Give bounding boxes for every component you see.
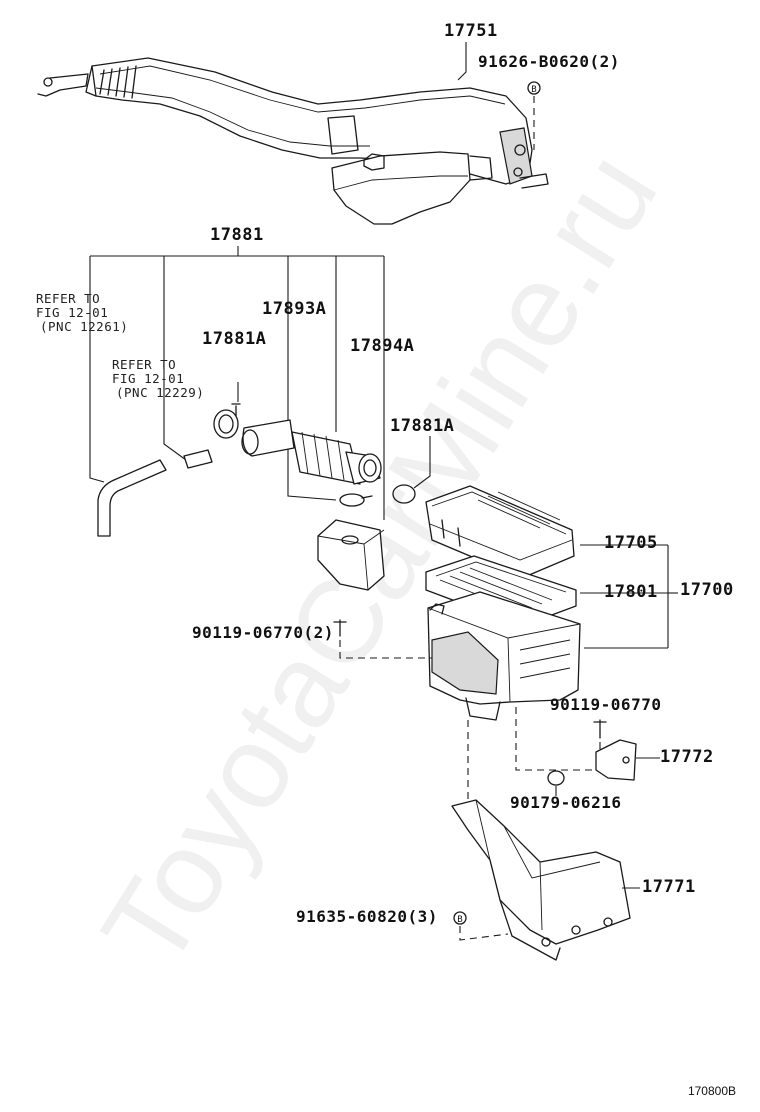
- leader-17751: [457, 42, 467, 81]
- hose-12229: [183, 449, 213, 469]
- tray-17771: [451, 799, 640, 961]
- label-90179-06216: 90179-06216: [510, 793, 622, 812]
- label-17700: 17700: [680, 580, 734, 600]
- label-17894a: 17894A: [350, 336, 415, 356]
- label-90119-06770-left: 90119-06770(2): [192, 623, 334, 642]
- bracket-17772: [595, 739, 660, 781]
- refer2-line1: REFER TO: [112, 357, 177, 372]
- label-90119-06770-right: 90119-06770: [550, 695, 662, 714]
- bellows-17893a: [291, 431, 361, 485]
- label-91635-60820: 91635-60820(3): [296, 907, 438, 926]
- refer2-line3: (PNC 12229): [116, 385, 205, 400]
- label-17751: 17751: [444, 21, 498, 41]
- svg-text:B: B: [457, 915, 462, 925]
- bracket-17881: [89, 246, 385, 520]
- intake-duct-17751: [37, 57, 549, 225]
- nut-90179-06216: [547, 770, 565, 796]
- svg-text:B: B: [531, 85, 536, 95]
- clamp-small: [339, 493, 373, 507]
- bolt-90119-06770-left: [333, 619, 432, 659]
- refer2-line2: FIG 12-01: [112, 371, 185, 386]
- label-17881a-right: 17881A: [390, 416, 455, 436]
- label-17705: 17705: [604, 533, 658, 553]
- air-cleaner-case: [427, 591, 581, 721]
- pipe-17881: [241, 419, 295, 457]
- bolt-91635-60820: B: [453, 911, 509, 941]
- clamp-17881a-right: [392, 436, 431, 504]
- resonator: [317, 519, 385, 591]
- label-17881: 17881: [210, 225, 264, 245]
- label-17893a: 17893A: [262, 299, 327, 319]
- hose-12261: [97, 459, 167, 537]
- clamp-17881a-left: [213, 382, 241, 439]
- label-17801: 17801: [604, 582, 658, 602]
- label-17881a-left: 17881A: [202, 329, 267, 349]
- refer1-line1: REFER TO: [36, 291, 101, 306]
- refer1-line2: FIG 12-01: [36, 305, 109, 320]
- air-cleaner-cap-17705: [425, 485, 575, 579]
- connector-17894a: [345, 451, 382, 485]
- label-17772: 17772: [660, 747, 714, 767]
- figure-id: 170800B: [687, 1084, 736, 1098]
- bolt-91626-B0620: B: [527, 81, 541, 150]
- label-91626-B0620: 91626-B0620(2): [478, 52, 620, 71]
- refer1-line3: (PNC 12261): [40, 319, 129, 334]
- bracket-17700: [580, 544, 678, 649]
- label-17771: 17771: [642, 877, 696, 897]
